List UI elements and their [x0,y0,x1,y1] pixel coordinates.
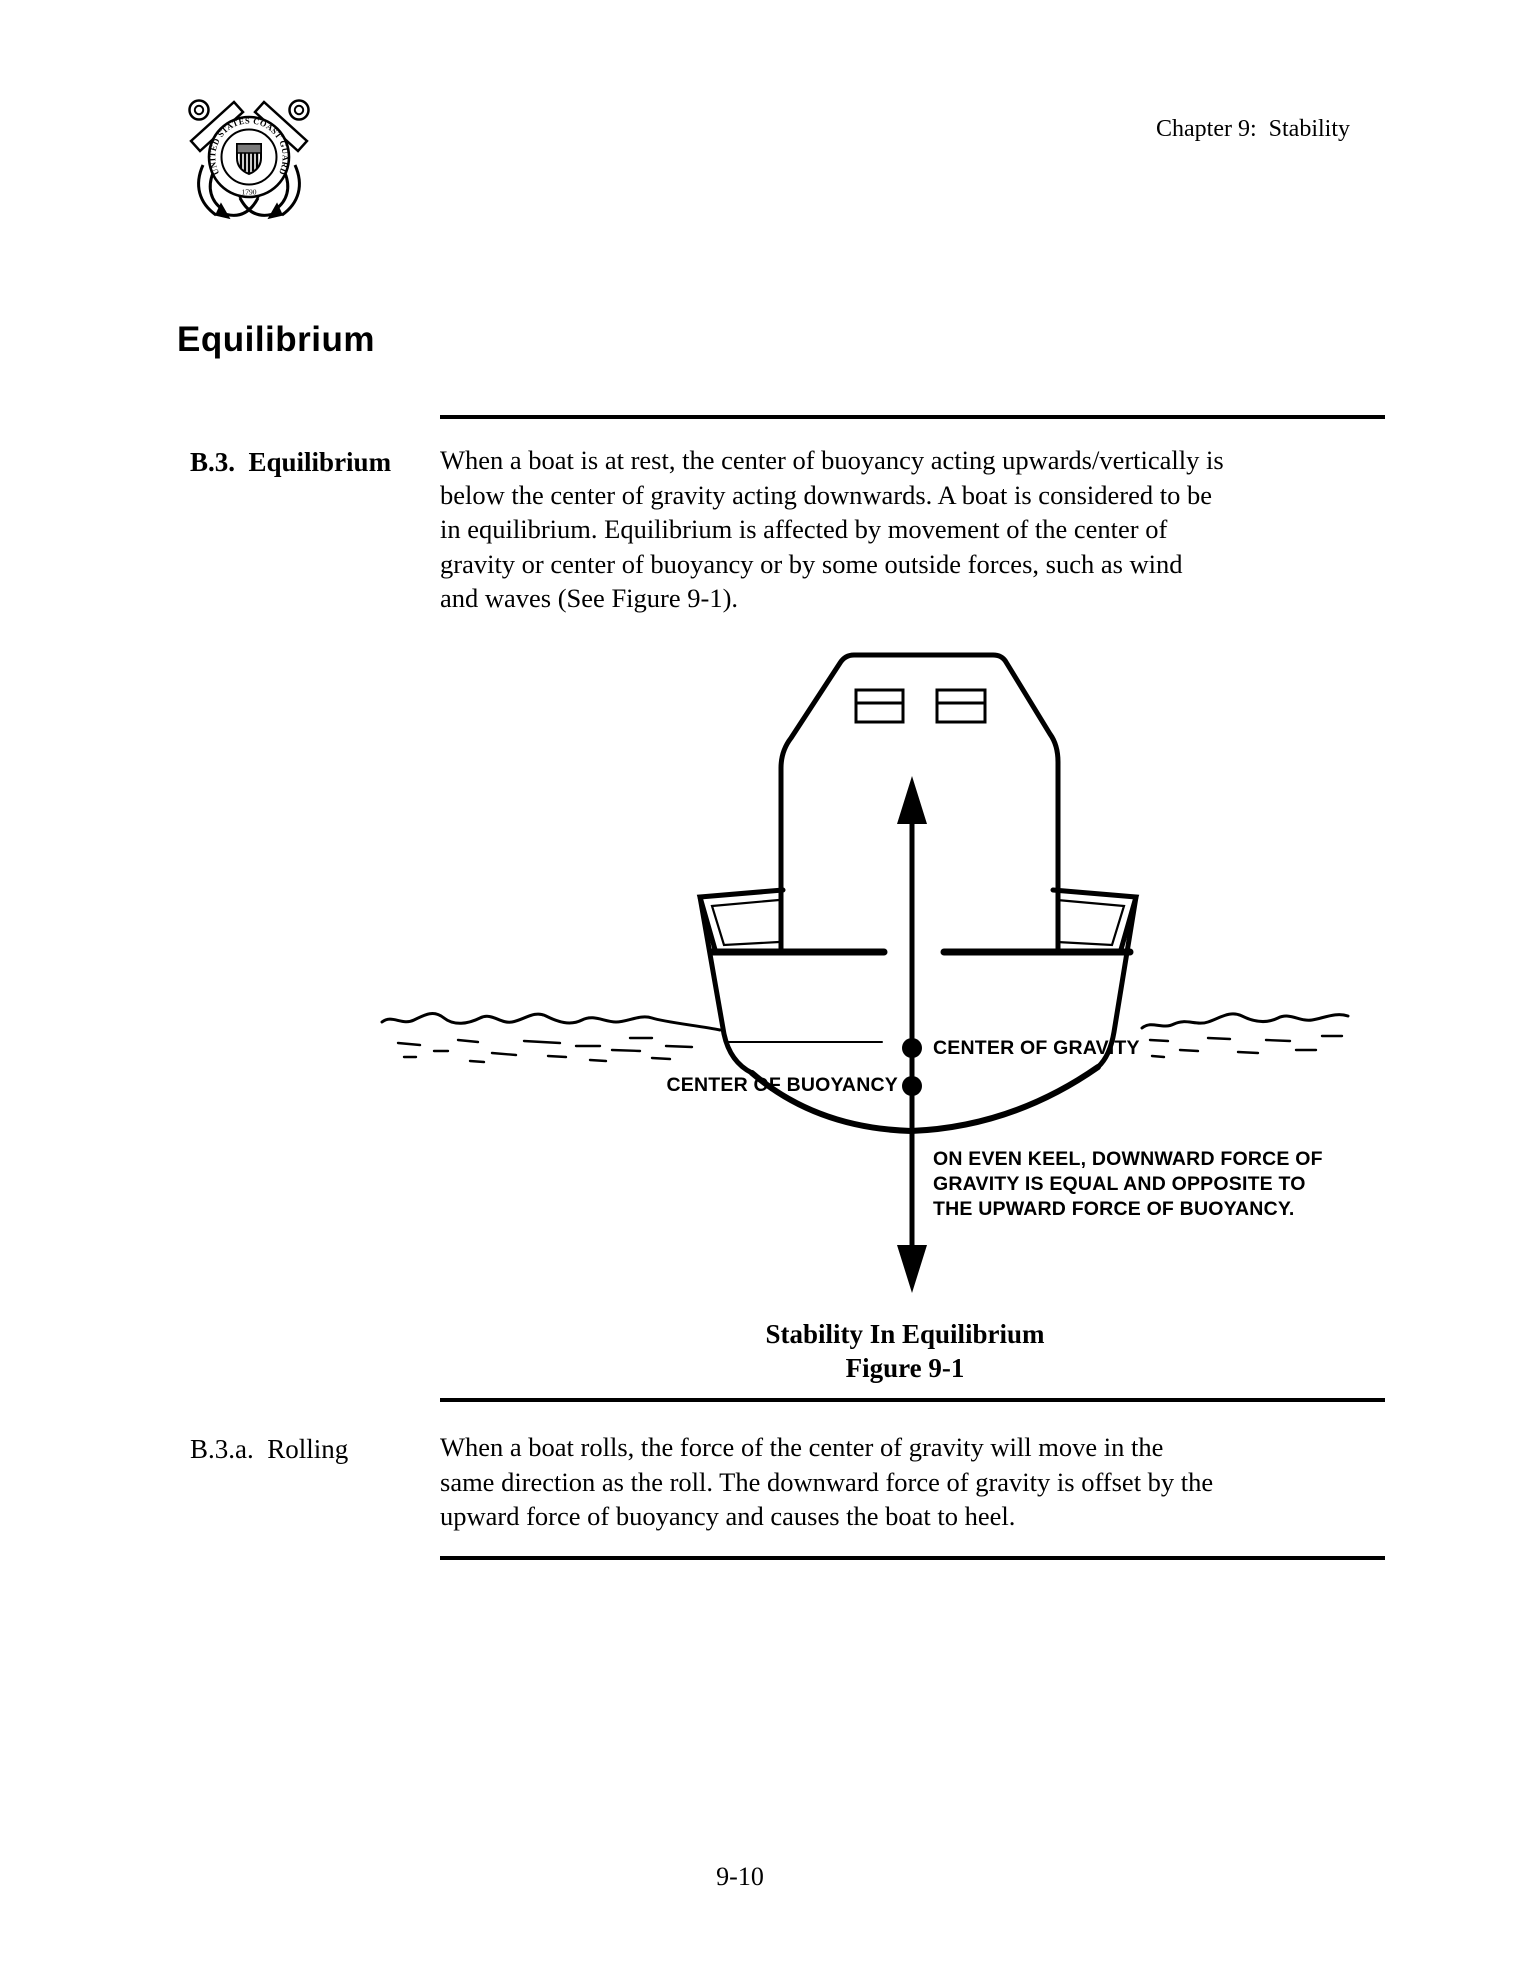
figure-caption-number: Figure 9-1 [845,1353,965,1383]
figure-caption: Stability In Equilibrium Figure 9-1 [600,1317,1210,1385]
section-rule-top [440,415,1385,419]
gravity-buoyancy-arrow [897,776,927,1293]
water-right [1140,1012,1350,1059]
center-of-gravity-dot [902,1038,922,1058]
anchor-ring-right [288,99,310,121]
section-label-b3a: B.3.a. Rolling [190,1434,349,1464]
seal-year: 1790 [242,188,257,197]
chapter-header: Chapter 9: Stability [1156,116,1350,142]
page-number: 9-10 [716,1862,764,1891]
center-of-gravity-label: CENTER OF GRAVITY [933,1037,1140,1059]
boat-keel-left [749,1070,914,1134]
section-body-b3a: When a boat rolls, the force of the cent… [440,1432,1214,1531]
water-left [380,1012,722,1064]
center-of-buoyancy-label: CENTER OF BUOYANCY [666,1074,898,1096]
figure-caption-title: Stability In Equilibrium [765,1319,1045,1349]
center-of-buoyancy-dot [902,1076,922,1096]
anchor-stock-right [253,100,309,153]
anchor-stock-left [189,100,245,153]
section-rule-bottom [440,1556,1385,1560]
figure-annotation: ON EVEN KEEL, DOWNWARD FORCE OF GRAVITY … [933,1148,1323,1220]
boat-keel-right [908,1064,1101,1134]
uscg-seal-icon: UNITED STATES COAST GUARD 1790 [188,99,310,220]
arrowhead-up [897,776,927,824]
stability-figure-diagram [380,652,1350,1293]
boat-windows [854,688,987,724]
section-body-b3: When a boat is at rest, the center of bu… [440,445,1224,613]
arrowhead-down [897,1245,927,1293]
page-title: Equilibrium [177,320,375,359]
boat-hull-right [1095,894,1139,1070]
section-rule-middle [440,1398,1385,1402]
section-label-b3: B.3. Equilibrium [190,447,392,477]
seal-shield [236,143,262,176]
anchor-ring-left [188,99,210,121]
boat-hull-left [697,894,755,1076]
